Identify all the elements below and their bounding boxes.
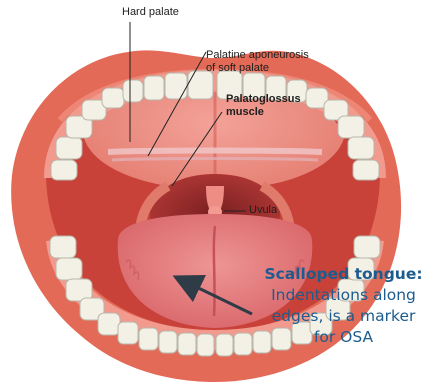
note-line-1: Indentations along xyxy=(250,285,437,306)
label-palatine-aponeurosis-line2: of soft palate xyxy=(206,62,309,75)
note-line-2: edges, is a marker xyxy=(250,306,437,327)
scalloped-tongue-note: Scalloped tongue: Indentations along edg… xyxy=(250,264,437,348)
label-palatine-aponeurosis-line1: Palatine aponeurosis xyxy=(206,49,309,62)
label-uvula: Uvula xyxy=(249,204,277,217)
note-title: Scalloped tongue: xyxy=(250,264,437,285)
label-palatoglossus-line2: muscle xyxy=(226,106,301,119)
label-palatoglossus: Palatoglossus muscle xyxy=(226,93,301,119)
note-line-3: for OSA xyxy=(250,327,437,348)
uvula xyxy=(206,186,224,218)
label-palatine-aponeurosis: Palatine aponeurosis of soft palate xyxy=(206,49,309,75)
label-palatoglossus-line1: Palatoglossus xyxy=(226,93,301,106)
label-hard-palate: Hard palate xyxy=(122,6,179,19)
